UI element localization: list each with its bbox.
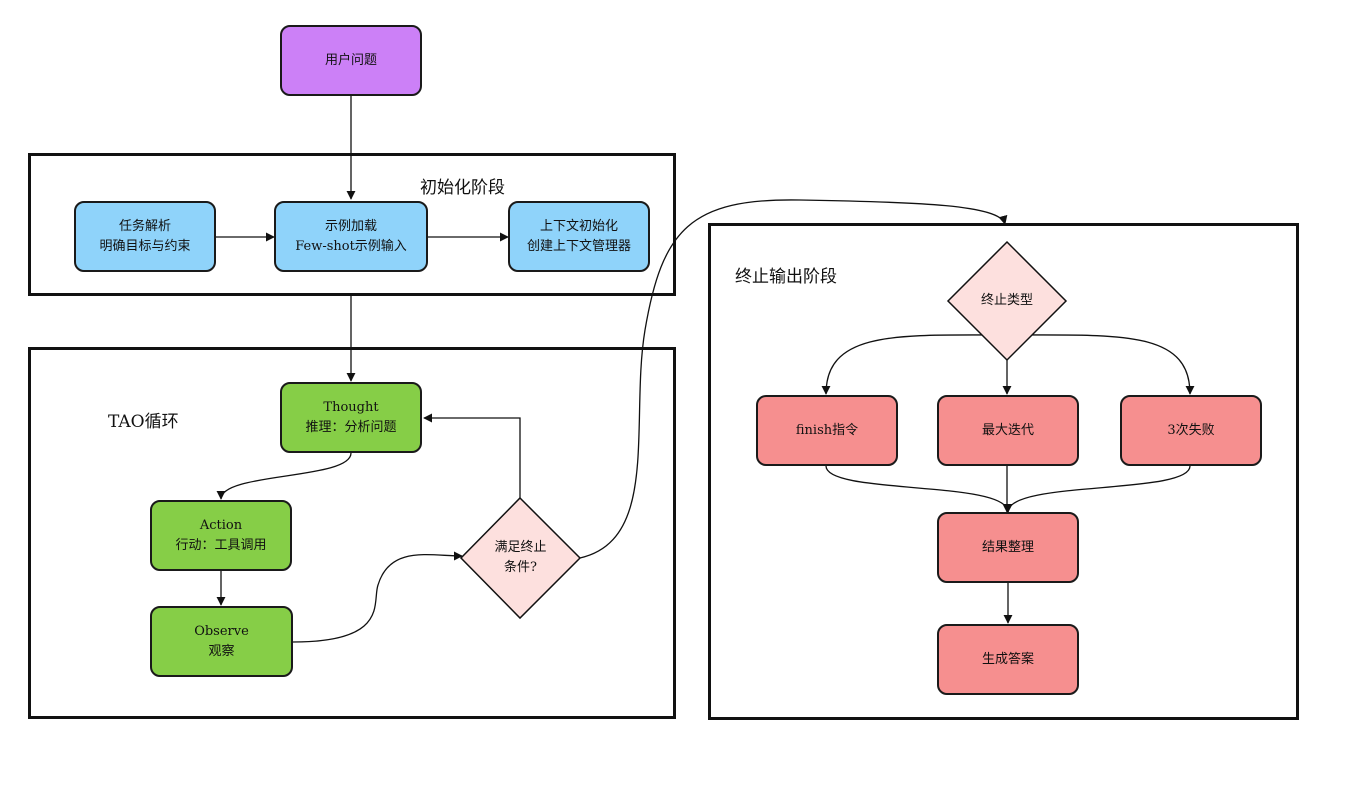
terminate-stage-group: [708, 223, 1299, 720]
tao-loop-label: TAO循环: [108, 412, 179, 432]
max-iter-text: 最大迭代: [981, 422, 1034, 438]
example-load-title: 示例加载: [324, 218, 377, 234]
example-load-desc: Few-shot示例输入: [295, 238, 407, 254]
observe-node: Observe 观察: [150, 606, 293, 677]
edge-type-to-threefail: [1006, 334, 1195, 395]
user-question-text: 用户问题: [324, 52, 377, 68]
gen-answer-node: 生成答案: [937, 624, 1079, 695]
thought-node: Thought 推理：分析问题: [280, 382, 422, 453]
init-stage-label: 初始化阶段: [420, 178, 505, 198]
terminate-type-text: 终止类型: [980, 293, 1033, 308]
edge-threefail-to-result: [1003, 465, 1191, 513]
action-node: Action 行动：工具调用: [150, 500, 292, 571]
thought-desc: 推理：分析问题: [305, 419, 397, 435]
init-stage-group: [28, 153, 676, 296]
action-desc: 行动：工具调用: [175, 537, 267, 553]
result-sort-text: 结果整理: [981, 539, 1034, 555]
edge-observe-to-check: [292, 551, 463, 643]
observe-title: Observe: [194, 623, 249, 639]
finish-cmd-text: finish指令: [795, 422, 859, 438]
three-fail-text: 3次失败: [1167, 422, 1215, 438]
result-sort-node: 结果整理: [937, 512, 1079, 583]
edge-thought-to-action: [216, 452, 352, 500]
task-parse-title: 任务解析: [118, 218, 171, 234]
terminate-type-label: 终止类型: [948, 242, 1066, 360]
terminate-stage-label: 终止输出阶段: [735, 267, 837, 287]
task-parse-desc: 明确目标与约束: [99, 238, 191, 254]
example-load-node: 示例加载 Few-shot示例输入: [274, 201, 428, 272]
task-parse-node: 任务解析 明确目标与约束: [74, 201, 216, 272]
terminate-check-line1: 满足终止: [494, 540, 547, 555]
three-fail-node: 3次失败: [1120, 395, 1262, 466]
action-title: Action: [199, 517, 243, 533]
edge-check-to-terminate: [579, 199, 1008, 559]
max-iter-node: 最大迭代: [937, 395, 1079, 466]
gen-answer-text: 生成答案: [981, 651, 1034, 667]
tao-loop-group: [28, 347, 676, 719]
terminate-check-line2: 条件?: [504, 560, 537, 575]
thought-title: Thought: [323, 399, 379, 415]
context-init-title: 上下文初始化: [539, 218, 618, 234]
terminate-check-diamond: [459, 496, 582, 620]
edge-check-to-thought: [423, 413, 521, 498]
context-init-node: 上下文初始化 创建上下文管理器: [508, 201, 650, 272]
terminate-check-label: 满足终止 条件?: [461, 498, 580, 618]
context-init-desc: 创建上下文管理器: [526, 238, 631, 254]
edge-type-to-finish: [821, 334, 1008, 395]
user-question-node: 用户问题: [280, 25, 422, 96]
terminate-type-diamond: [946, 240, 1068, 362]
finish-cmd-node: finish指令: [756, 395, 898, 466]
observe-desc: 观察: [208, 643, 235, 659]
edge-finish-to-result: [825, 465, 1013, 513]
